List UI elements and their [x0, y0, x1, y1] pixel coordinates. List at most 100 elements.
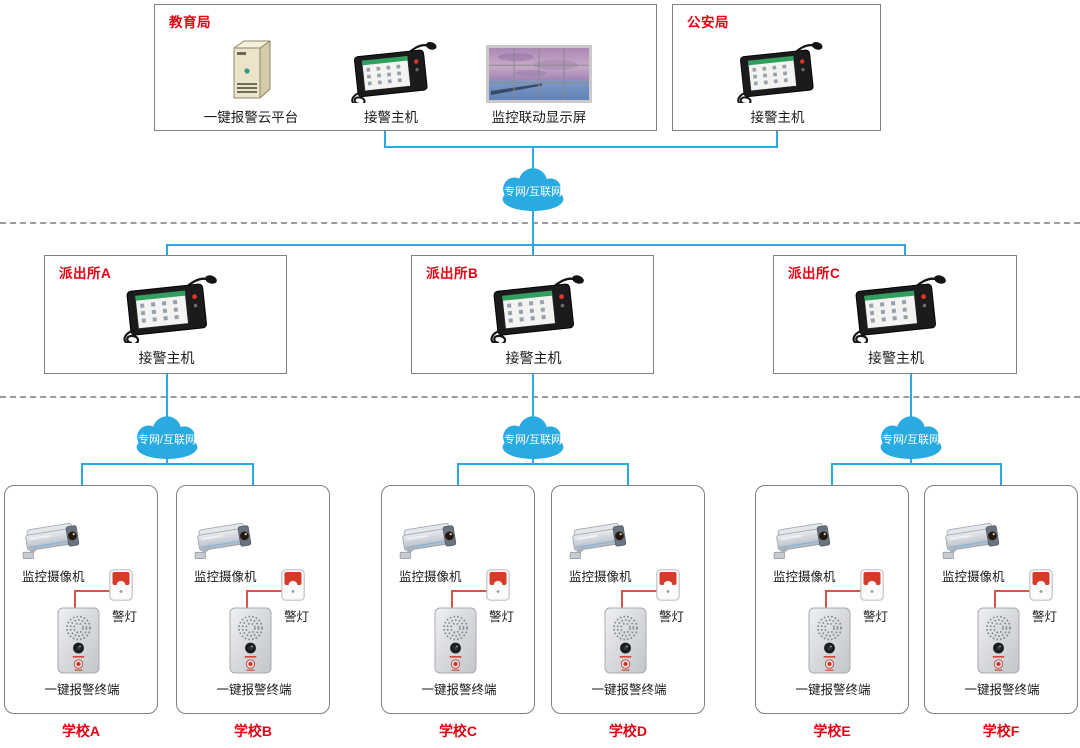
school-group: 监控摄像机 警灯	[176, 485, 330, 747]
connector-line	[457, 463, 628, 465]
connector-line	[166, 244, 168, 256]
connector-line	[252, 463, 254, 486]
school-box: 监控摄像机 警灯	[176, 485, 330, 714]
terminal-label: 一键报警终端	[44, 683, 120, 697]
alarm-host-phone-icon	[725, 39, 829, 103]
connector-line	[384, 131, 386, 148]
camera-label: 监控摄像机	[399, 570, 462, 584]
terminal-label: 一键报警终端	[964, 683, 1040, 697]
education-bureau-box: 教育局	[154, 4, 657, 131]
alarm-host-label: 接警主机	[138, 350, 195, 366]
alarm-host-label: 接警主机	[505, 350, 562, 366]
alarm-host-label: 接警主机	[750, 110, 805, 125]
alarm-light-icon	[860, 569, 884, 601]
police-station-box: 派出所A 接警主机	[44, 255, 287, 374]
alarm-host-phone-icon	[111, 271, 223, 343]
cloud-platform-label: 一键报警云平台	[203, 110, 299, 125]
connector-line	[910, 456, 912, 465]
school-box: 监控摄像机 警灯	[924, 485, 1078, 714]
school-name-label: 学校D	[608, 723, 648, 739]
alarm-wire-line	[825, 590, 861, 592]
connector-line	[532, 210, 534, 246]
cctv-camera-icon	[19, 520, 85, 562]
connector-line	[457, 463, 459, 486]
alarm-light-label: 警灯	[1032, 610, 1058, 624]
alarm-light-label: 警灯	[659, 610, 685, 624]
alarm-wire-line	[451, 590, 453, 608]
alarm-wire-line	[621, 590, 623, 608]
connector-line	[532, 374, 534, 418]
connector-line	[166, 244, 906, 246]
alarm-wire-line	[994, 590, 996, 608]
wan-cloud: 专网/互联网	[487, 164, 579, 214]
alarm-light-icon	[109, 569, 133, 601]
police-station-title: 派出所A	[59, 266, 112, 281]
camera-label: 监控摄像机	[22, 570, 85, 584]
police-station-title: 派出所B	[426, 266, 479, 281]
police-station-box: 派出所C 接警主机	[773, 255, 1017, 374]
wan-cloud: 专网/互联网	[121, 412, 213, 462]
tier-separator-dashed-line	[0, 396, 1080, 398]
wan-cloud: 专网/互联网	[487, 412, 579, 462]
server-icon	[224, 38, 278, 102]
alarm-light-label: 警灯	[284, 610, 310, 624]
alarm-wire-line	[994, 590, 1030, 592]
cctv-camera-icon	[939, 520, 1005, 562]
alarm-light-label: 警灯	[863, 610, 889, 624]
tier-separator-dashed-line	[0, 222, 1080, 224]
cctv-camera-icon	[396, 520, 462, 562]
alarm-light-icon	[656, 569, 680, 601]
school-group: 监控摄像机 警灯	[924, 485, 1078, 747]
alarm-host-label: 接警主机	[364, 110, 418, 125]
connector-line	[166, 374, 168, 418]
video-wall-icon	[486, 45, 592, 103]
school-box: 监控摄像机 警灯	[4, 485, 158, 714]
terminal-label: 一键报警终端	[795, 683, 871, 697]
alarm-terminal-icon	[808, 607, 851, 674]
school-box: 监控摄像机 警灯	[551, 485, 705, 714]
alarm-terminal-icon	[57, 607, 100, 674]
connector-line	[831, 463, 833, 486]
connector-line	[627, 463, 629, 486]
alarm-terminal-icon	[604, 607, 647, 674]
cctv-camera-icon	[770, 520, 836, 562]
alarm-light-label: 警灯	[489, 610, 515, 624]
camera-label: 监控摄像机	[194, 570, 257, 584]
public-security-bureau-title: 公安局	[687, 15, 729, 30]
wan-cloud-label: 专网/互联网	[137, 434, 197, 446]
alarm-host-label: 接警主机	[868, 350, 924, 366]
wan-cloud-label: 专网/互联网	[503, 434, 563, 446]
alarm-host-phone-icon	[478, 271, 590, 343]
wan-cloud: 专网/互联网	[865, 412, 957, 462]
connector-line	[831, 463, 1001, 465]
alarm-wire-line	[246, 590, 248, 608]
alarm-wire-line	[74, 590, 76, 608]
alarm-terminal-icon	[229, 607, 272, 674]
police-station-box: 派出所B 接警主机	[411, 255, 654, 374]
alarm-wire-line	[74, 590, 110, 592]
school-group: 监控摄像机 警灯	[551, 485, 705, 747]
school-name-label: 学校C	[438, 723, 478, 739]
connector-line	[910, 374, 912, 418]
connector-line	[81, 463, 254, 465]
school-group: 监控摄像机 警灯	[755, 485, 909, 747]
school-box: 监控摄像机 警灯	[755, 485, 909, 714]
connector-line	[532, 146, 534, 170]
school-name-label: 学校E	[813, 723, 851, 739]
school-box: 监控摄像机 警灯	[381, 485, 535, 714]
school-name-label: 学校F	[982, 723, 1020, 739]
camera-label: 监控摄像机	[773, 570, 836, 584]
alarm-light-icon	[281, 569, 305, 601]
cctv-camera-icon	[566, 520, 632, 562]
school-name-label: 学校B	[233, 723, 273, 739]
public-security-bureau-box: 公安局 接警主机	[672, 4, 881, 131]
connector-line	[776, 131, 778, 148]
terminal-label: 一键报警终端	[216, 683, 292, 697]
connector-line	[532, 244, 534, 256]
terminal-label: 一键报警终端	[421, 683, 497, 697]
alarm-light-label: 警灯	[112, 610, 138, 624]
wan-cloud-label: 专网/互联网	[503, 186, 563, 198]
connector-line	[904, 244, 906, 256]
alarm-wire-line	[246, 590, 282, 592]
